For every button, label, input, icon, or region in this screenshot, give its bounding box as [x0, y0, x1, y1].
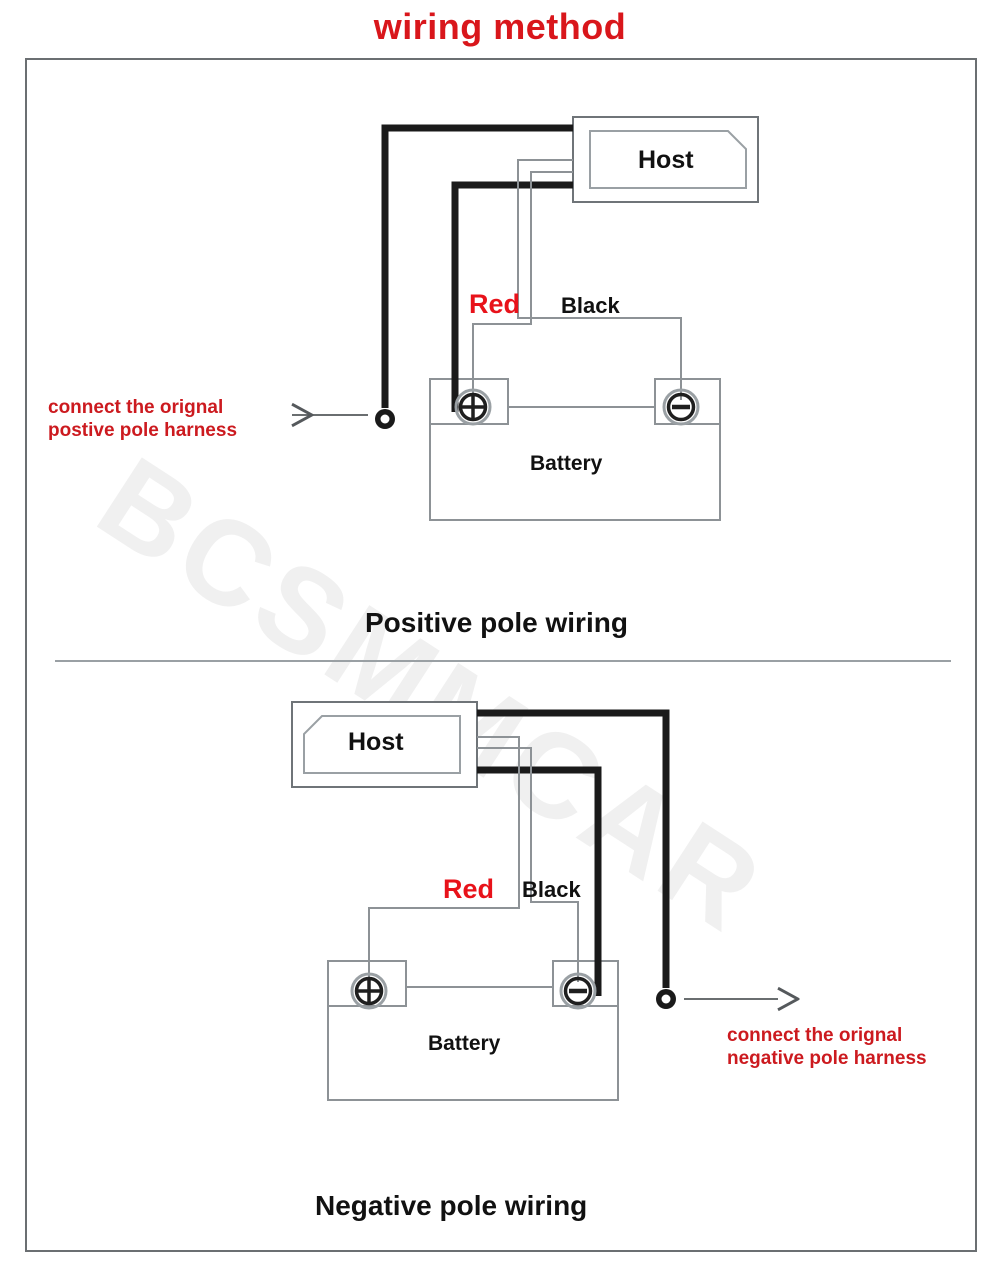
battery-label-bottom: Battery [428, 1032, 501, 1055]
caption-negative: Negative pole wiring [315, 1190, 588, 1221]
annotation-top-line1: connect the orignal [48, 397, 224, 418]
page-title: wiring method [373, 6, 627, 47]
caption-positive: Positive pole wiring [365, 607, 628, 638]
outer-frame [25, 58, 977, 1252]
annotation-bottom-line2: negative pole harness [727, 1048, 927, 1070]
battery-label-top: Battery [530, 452, 603, 475]
annotation-top: connect the orignal postive pole harness [48, 396, 237, 442]
red-wire-label-top: Red [469, 289, 521, 319]
section-divider [55, 660, 951, 662]
annotation-bottom-line1: connect the orignal [727, 1025, 903, 1046]
red-wire-label-bottom: Red [443, 874, 495, 904]
host-label-bottom: Host [348, 728, 404, 756]
black-wire-label-top: Black [561, 293, 620, 318]
host-label-top: Host [638, 146, 694, 174]
annotation-bottom: connect the orignal negative pole harnes… [727, 1024, 927, 1070]
annotation-top-line2: postive pole harness [48, 420, 238, 442]
black-wire-label-bottom: Black [522, 877, 581, 902]
